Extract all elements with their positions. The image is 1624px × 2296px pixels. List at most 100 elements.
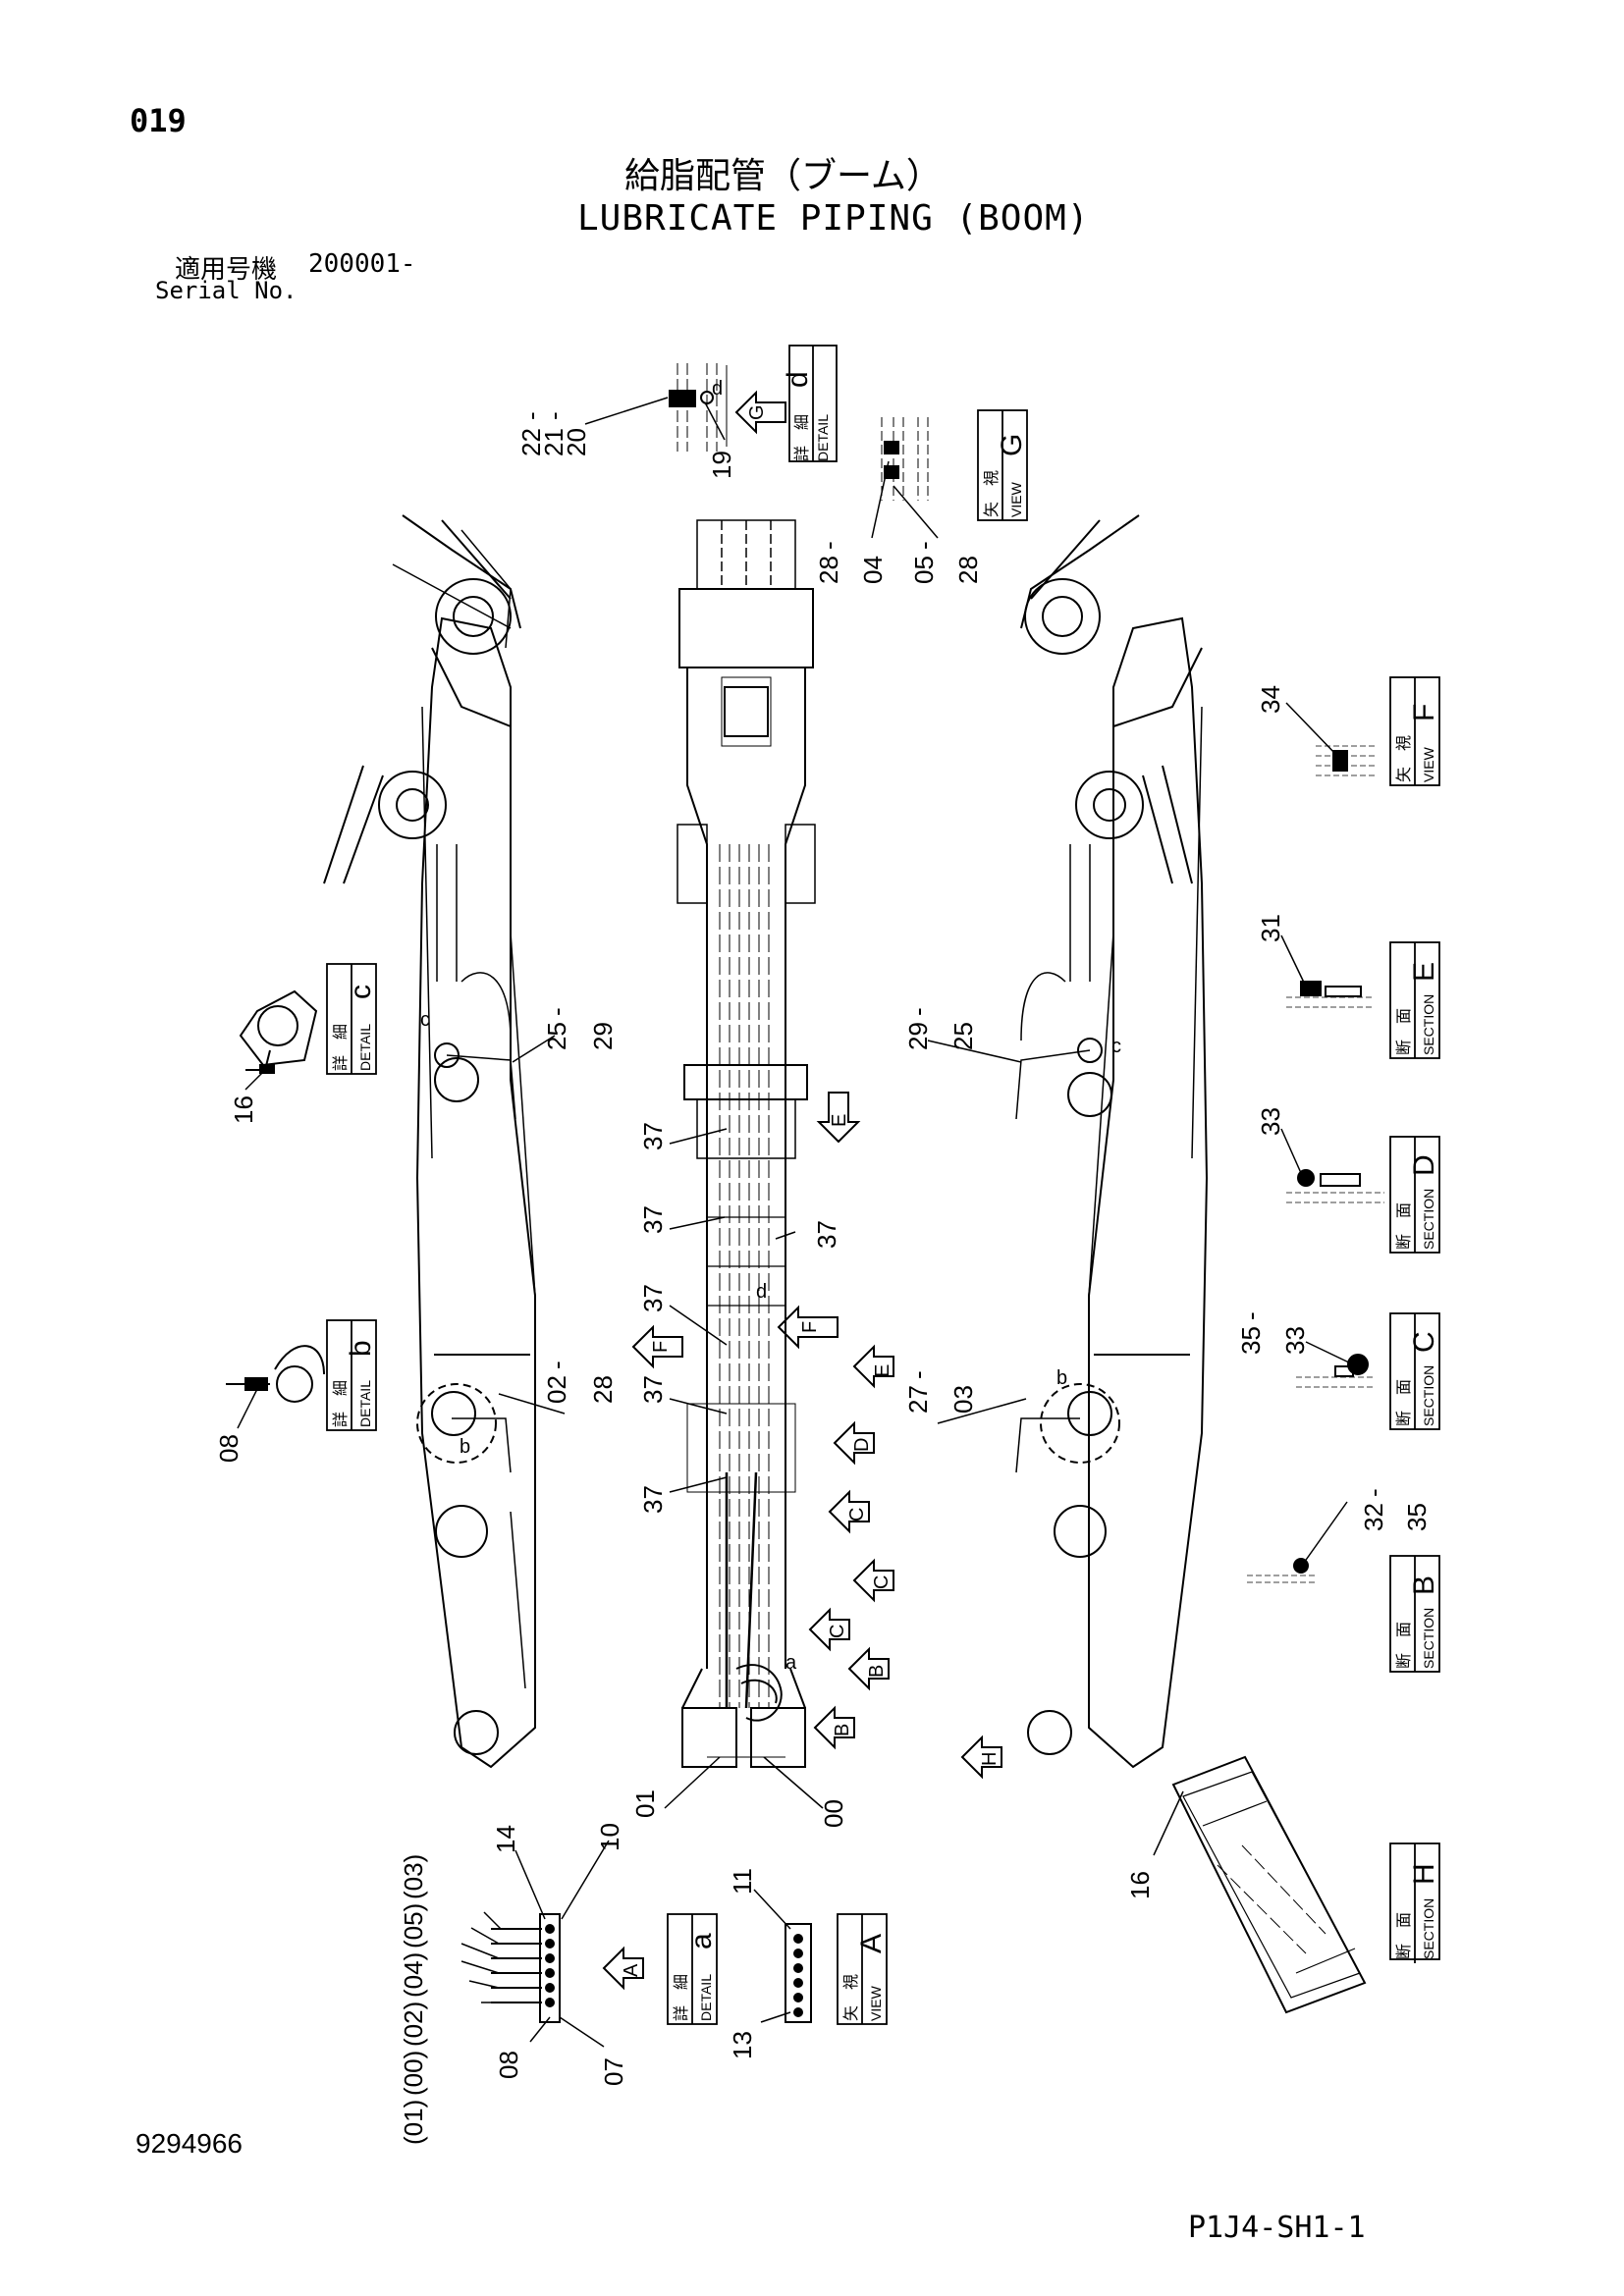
detail-c-mark-right: c	[1111, 1036, 1121, 1057]
part-20: 20	[562, 428, 591, 456]
section-h-label-en: SECTION	[1421, 1898, 1436, 1959]
dash-35-33: -	[1236, 1311, 1266, 1320]
arrow-c-letter-1: C	[846, 1508, 868, 1522]
title-english: LUBRICATE PIPING (BOOM)	[577, 198, 1090, 239]
part-31: 31	[1256, 914, 1285, 942]
part-08-b: 08	[214, 1434, 244, 1463]
section-e-label-en: SECTION	[1421, 994, 1436, 1055]
bracket-part-6: (03)	[399, 1854, 428, 1899]
dash-21-20: -	[539, 411, 568, 420]
view-g-label-en: VIEW	[1008, 481, 1024, 517]
detail-a-mark-boom: a	[785, 1652, 797, 1674]
section-d-label-en: SECTION	[1421, 1189, 1436, 1250]
dash-02-28: -	[542, 1361, 571, 1369]
dash-28-04: -	[814, 541, 843, 550]
arrow-a-letter: A	[621, 1963, 642, 1977]
detail-d-sketch	[669, 363, 728, 452]
detail-b-label-jp: 詳 細	[332, 1380, 350, 1427]
section-d-sketch	[1286, 1169, 1384, 1203]
document-number: 9294966	[135, 2128, 244, 2159]
part-35-b: 35	[1402, 1503, 1432, 1531]
part-05: 05	[909, 556, 939, 584]
detail-b-mark-left: b	[460, 1436, 470, 1458]
center-boom-top-view	[677, 519, 816, 1768]
page-number: 019	[130, 102, 187, 139]
part-14: 14	[491, 1825, 520, 1853]
section-h-beam	[1171, 1755, 1367, 2014]
part-32: 32	[1359, 1503, 1388, 1531]
detail-d-letter: d	[782, 371, 814, 388]
detail-d-mark: d	[712, 378, 723, 400]
part-37-d: 37	[638, 1284, 668, 1312]
part-37-b: 37	[638, 1205, 668, 1234]
part-08-a: 08	[494, 2051, 523, 2079]
section-c-label-en: SECTION	[1421, 1365, 1436, 1426]
section-b-label-jp: 断 面	[1395, 1622, 1413, 1669]
arrow-f-letter-2: F	[799, 1321, 821, 1333]
section-c-label-jp: 断 面	[1395, 1379, 1413, 1426]
detail-b-sketch	[226, 1345, 325, 1403]
part-03: 03	[948, 1385, 978, 1414]
bracket-part-4: (04)	[399, 1952, 428, 1998]
detail-c-letter: c	[345, 985, 377, 999]
detail-a-letter: a	[685, 1933, 718, 1949]
section-h-letter: H	[1408, 1863, 1440, 1885]
part-07: 07	[599, 2057, 628, 2086]
sheet-id: P1J4-SH1-1	[1188, 2211, 1366, 2245]
view-arrows	[602, 390, 1002, 1991]
arrow-f-letter-1: F	[650, 1341, 672, 1353]
section-b-label-en: SECTION	[1421, 1608, 1436, 1669]
detail-a-block	[491, 1913, 561, 2023]
detail-a-label-jp: 詳 細	[673, 1974, 690, 2021]
arrow-b-letter-2: B	[832, 1724, 853, 1736]
detail-d-mark-boom: d	[756, 1281, 767, 1303]
part-16-h: 16	[1125, 1871, 1155, 1899]
view-f-label-en: VIEW	[1421, 746, 1436, 782]
part-34: 34	[1256, 685, 1285, 714]
part-04: 04	[858, 556, 888, 584]
part-11: 11	[728, 1868, 757, 1895]
arrow-h-letter: H	[979, 1752, 1001, 1766]
dash-32-35: -	[1359, 1488, 1388, 1497]
view-g-sketch	[881, 417, 929, 501]
view-a-letter: A	[855, 1934, 888, 1953]
serial-range: 200001-	[308, 249, 416, 279]
part-01: 01	[630, 1789, 660, 1818]
arrow-d-letter: D	[851, 1438, 873, 1452]
part-21: 21	[539, 428, 568, 456]
left-boom-side-view	[323, 514, 536, 1769]
detail-b-mark-right: b	[1056, 1367, 1067, 1389]
part-02: 02	[542, 1375, 571, 1404]
dash-25-29: -	[542, 1007, 571, 1016]
part-19: 19	[707, 451, 736, 479]
right-boom-side-view	[1015, 514, 1209, 1769]
section-c-sketch	[1296, 1354, 1375, 1388]
bracket-part-1: (01)	[399, 2100, 428, 2145]
section-e-sketch	[1286, 981, 1375, 1008]
part-10: 10	[595, 1823, 624, 1851]
part-25-right: 25	[948, 1022, 978, 1050]
arrow-e-letter-1: E	[829, 1114, 850, 1127]
part-28-b: 28	[953, 556, 983, 584]
label-boxes	[326, 345, 1440, 2025]
arrow-c-letter-3: C	[827, 1625, 848, 1638]
part-00: 00	[819, 1799, 848, 1828]
dash-29-25: -	[903, 1007, 933, 1016]
section-h-label-jp: 断 面	[1395, 1912, 1413, 1959]
view-f-label-jp: 矢 視	[1395, 735, 1413, 782]
part-27: 27	[903, 1385, 933, 1414]
leader-lines	[237, 397, 1354, 2048]
view-g-letter: G	[996, 434, 1028, 456]
view-a-label-en: VIEW	[868, 1985, 884, 2021]
dash-22-21: -	[516, 411, 546, 420]
part-29-right: 29	[903, 1022, 933, 1050]
title-japanese: 給脂配管（ブーム）	[624, 156, 942, 196]
arrow-c-letter-2: C	[871, 1575, 893, 1589]
section-e-letter: E	[1408, 962, 1440, 982]
arrow-b-letter-1: B	[866, 1665, 888, 1678]
section-c-letter: C	[1408, 1331, 1440, 1353]
dash-27-03: -	[903, 1370, 933, 1379]
part-37-c: 37	[812, 1220, 841, 1249]
section-b-sketch	[1247, 1558, 1316, 1583]
